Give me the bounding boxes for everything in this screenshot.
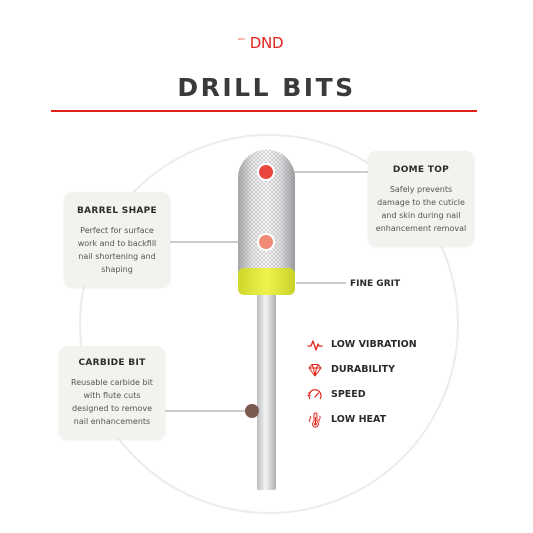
feature-list: LOW VIBRATION DURABILITY SPEED LOW HEAT (307, 332, 417, 432)
feature-item: SPEED (307, 382, 417, 407)
logo-text: DND (249, 34, 284, 52)
dome-top-card: DOME TOP Safely prevents damage to the c… (368, 151, 474, 246)
dome-top-line: enhancement removal (375, 224, 467, 233)
dome-top-line: damage to the cuticle (377, 198, 465, 207)
carbide-bit-line: nail enhancements (73, 417, 151, 426)
feature-label: DURABILITY (331, 364, 395, 375)
logo-small-text: DND (237, 37, 245, 41)
barrel-marker (257, 233, 275, 251)
feature-item: DURABILITY (307, 357, 417, 382)
feature-label: LOW VIBRATION (331, 339, 417, 350)
carbide-bit-line: Reusable carbide bit (71, 378, 153, 387)
dome-marker (257, 163, 275, 181)
background-circle (79, 134, 459, 514)
carbide-bit-line: with flute cuts (83, 391, 141, 400)
fine-grit-band (238, 268, 295, 295)
carbide-bit-heading: CARBIDE BIT (78, 358, 146, 368)
dome-top-heading: DOME TOP (392, 165, 450, 175)
dome-top-line: and skin during nail (381, 211, 461, 220)
feature-label: SPEED (331, 389, 366, 400)
barrel-shape-heading: BARREL SHAPE (76, 206, 158, 216)
feature-label: LOW HEAT (331, 414, 387, 425)
shank-marker (245, 404, 259, 418)
page-title: DRILL BITS (177, 73, 356, 102)
title-divider (51, 110, 477, 112)
dome-top-line: Safely prevents (389, 185, 453, 194)
carbide-bit-line: designed to remove (71, 404, 153, 413)
barrel-shape-line: nail shortening and (78, 252, 156, 261)
heartbeat-icon (307, 339, 323, 351)
drill-shank (257, 294, 276, 490)
diamond-icon (308, 363, 322, 376)
feature-item: LOW VIBRATION (307, 332, 417, 357)
barrel-shape-line: shaping (101, 265, 133, 274)
thermometer-icon (308, 412, 321, 428)
carbide-bit-card: CARBIDE BIT Reusable carbide bit with fl… (59, 346, 165, 439)
feature-item: LOW HEAT (307, 407, 417, 432)
barrel-shape-line: work and to backfill (77, 239, 157, 248)
speed-icon (307, 388, 322, 399)
barrel-shape-card: BARREL SHAPE Perfect for surface work an… (64, 192, 170, 287)
fine-grit-label: FINE GRIT (350, 279, 401, 289)
brand-logo: DND DND (0, 34, 533, 53)
barrel-shape-line: Perfect for surface (80, 226, 154, 235)
